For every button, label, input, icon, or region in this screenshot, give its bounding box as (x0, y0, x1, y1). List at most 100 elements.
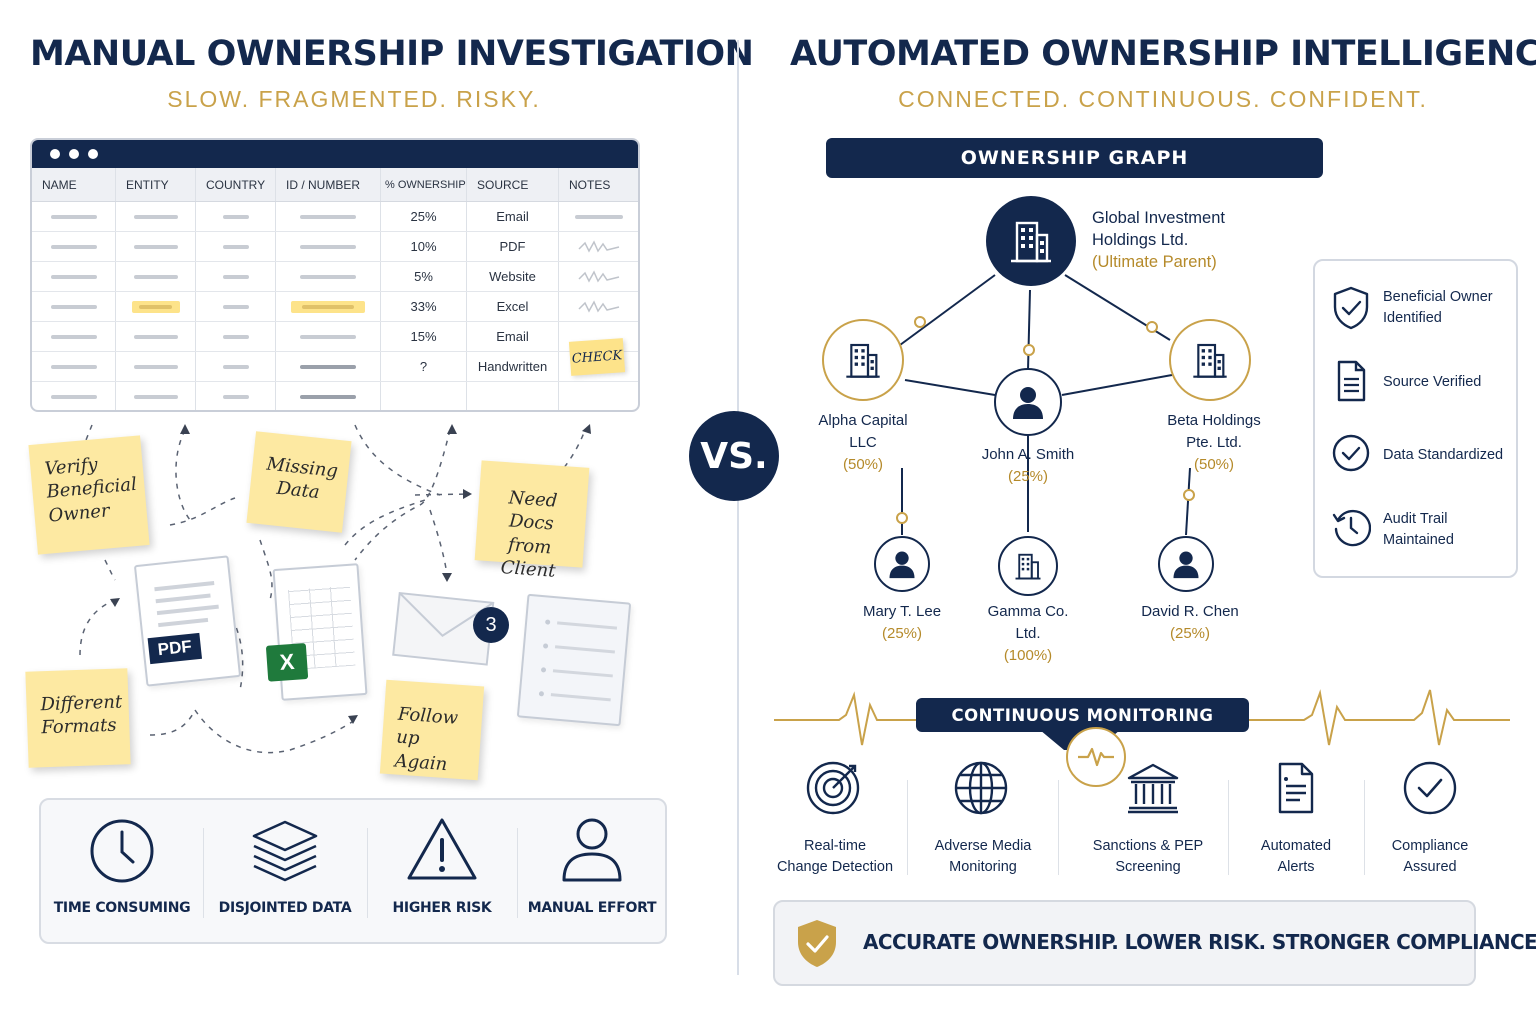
table-row (32, 382, 638, 410)
table-header: NAME ENTITY COUNTRY ID / NUMBER % OWNERS… (32, 168, 638, 202)
node-name: Alpha Capital (818, 412, 908, 429)
center-divider (737, 40, 739, 975)
gamma-co-label: Gamma Co. Ltd. (100%) (968, 601, 1088, 666)
redacted-cell (32, 352, 116, 381)
redacted-cell (116, 202, 196, 231)
redacted-cell (196, 382, 276, 410)
feature-manual-effort: MANUAL EFFORT (517, 800, 667, 946)
alpha-capital-label: Alpha Capital LLC (50%) (802, 410, 924, 475)
ownership-cell: 25% (381, 202, 467, 231)
redacted-cell (32, 232, 116, 261)
col-header-id: ID / NUMBER (276, 168, 381, 201)
sticky-missing-data: Missing Data (246, 431, 352, 533)
monitor-label-line1: Adverse Media (934, 838, 1032, 854)
monitor-label: Automated Alerts (1236, 836, 1356, 878)
check-item-data-standardized (1331, 433, 1371, 473)
table-row: 5%Website (32, 262, 638, 292)
source-cell (467, 382, 559, 410)
ownership-graph-header: OWNERSHIP GRAPH (826, 138, 1323, 178)
check-label-line1: Audit Trail (1383, 511, 1448, 527)
check-label-line1: Data Standardized (1383, 447, 1504, 463)
redacted-cell (116, 262, 196, 291)
monitor-label: Adverse Media Monitoring (921, 836, 1045, 878)
sticky-text: Need Docs (508, 487, 558, 535)
redacted-cell (276, 352, 381, 381)
right-title: AUTOMATED OWNERSHIP INTELLIGENCE (790, 34, 1536, 74)
node-name: Beta Holdings (1167, 412, 1261, 429)
monitor-label: Compliance Assured (1370, 836, 1490, 878)
sticky-verify-owner: Verify Beneficial Owner (28, 435, 150, 555)
pdf-badge: PDF (147, 632, 203, 665)
notes-document (516, 593, 632, 727)
monitor-realtime (805, 760, 861, 821)
beta-holdings-node[interactable] (1169, 319, 1251, 401)
spreadsheet-grid: NAME ENTITY COUNTRY ID / NUMBER % OWNERS… (32, 168, 638, 410)
redacted-cell (116, 352, 196, 381)
parent-name-line1: Global Investment (1092, 209, 1225, 227)
ownership-graph (896, 274, 1195, 536)
monitor-label-line2: Alerts (1277, 859, 1315, 876)
node-name: Gamma Co. (987, 603, 1069, 620)
monitor-adverse-media (953, 760, 1009, 821)
table-row: 25%Email (32, 202, 638, 232)
beta-holdings-label: Beta Holdings Pte. Ltd. (50%) (1150, 410, 1278, 475)
redacted-cell (196, 292, 276, 321)
check-label: Source Verified (1383, 372, 1481, 393)
feature-label: HIGHER RISK (392, 900, 492, 916)
redacted-cell (196, 352, 276, 381)
node-name: Mary T. Lee (862, 603, 942, 620)
person-icon (1013, 387, 1043, 419)
check-label: Beneficial Owner Identified (1383, 287, 1493, 329)
shield-check-icon (798, 920, 836, 967)
redacted-cell (196, 232, 276, 261)
source-cell: PDF (467, 232, 559, 261)
check-label-line2: Identified (1383, 310, 1442, 327)
mary-lee-node[interactable] (874, 536, 930, 592)
parent-name-line2: Holdings Ltd. (1092, 230, 1189, 249)
redacted-cell (276, 262, 381, 291)
person-icon (1173, 551, 1199, 579)
ownership-cell (381, 382, 467, 410)
monitor-label: Real-time Change Detection (775, 836, 895, 878)
ownership-cell: 33% (381, 292, 467, 321)
sticky-text: Follow up (395, 703, 459, 750)
gamma-co-node[interactable] (998, 536, 1058, 596)
compliance-banner: ACCURATE OWNERSHIP. LOWER RISK. STRONGER… (773, 900, 1536, 986)
feature-label: DISJOINTED DATA (218, 900, 352, 916)
redacted-cell (116, 382, 196, 410)
node-name: David R. Chen (1141, 603, 1239, 620)
scribble-icon (577, 269, 619, 283)
notes-cell (559, 292, 638, 321)
alpha-capital-node[interactable] (822, 319, 904, 401)
sticky-text: Different (40, 691, 123, 716)
check-item-beneficial-owner (1331, 285, 1371, 331)
pulse-badge (1066, 727, 1126, 787)
monitor-sanctions (1125, 760, 1181, 821)
david-chen-node[interactable] (1158, 536, 1214, 592)
david-chen-label: David R. Chen (25%) (1126, 601, 1254, 645)
redacted-cell (32, 262, 116, 291)
parent-node[interactable] (986, 196, 1076, 286)
monitor-label-line1: Sanctions & PEP (1092, 838, 1204, 854)
check-circle-icon (1403, 761, 1457, 815)
shield-check-icon (1333, 286, 1369, 330)
redacted-cell (196, 202, 276, 231)
col-header-country: COUNTRY (196, 168, 276, 201)
source-cell: Email (467, 322, 559, 351)
node-name: Ltd. (1015, 624, 1041, 642)
feature-label: MANUAL EFFORT (527, 900, 657, 916)
left-subtitle: SLOW. FRAGMENTED. RISKY. (167, 86, 541, 112)
scribble-icon (577, 299, 619, 313)
monitor-label-line1: Compliance (1391, 838, 1469, 854)
table-row: 10%PDF (32, 232, 638, 262)
pdf-document: PDF (133, 555, 242, 687)
layers-icon (252, 820, 318, 882)
source-cell: Website (467, 262, 559, 291)
john-smith-node[interactable] (994, 368, 1062, 436)
john-smith-label: John A. Smith (25%) (968, 444, 1088, 488)
source-cell: Handwritten (467, 352, 559, 381)
ownership-cell: 15% (381, 322, 467, 351)
spreadsheet-window: NAME ENTITY COUNTRY ID / NUMBER % OWNERS… (30, 138, 640, 412)
monitor-compliance (1402, 760, 1458, 821)
